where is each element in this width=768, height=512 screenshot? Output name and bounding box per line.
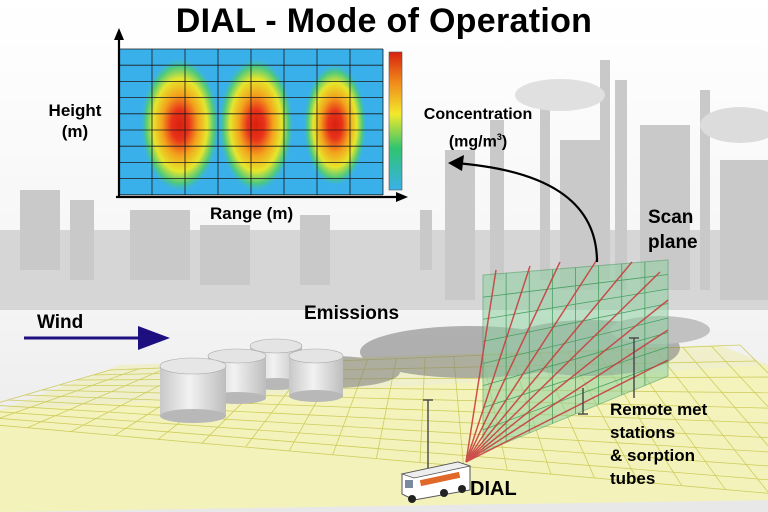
met-station-1 [629, 337, 639, 398]
laser-beam [465, 261, 561, 463]
colorbar-label-line1: Concentration [423, 106, 533, 123]
plume-2 [218, 57, 294, 193]
heatmap-x-axis-label: Range (m) [210, 204, 294, 223]
heatmap-y-axis-label: Height (m) [40, 100, 110, 142]
dial-label: DIAL [470, 478, 517, 500]
page-title: DIAL - Mode of Operation [175, 2, 593, 40]
emissions-label: Emissions [304, 303, 400, 324]
scan-plane-label-line1: Scan [648, 207, 694, 228]
met-station-2 [578, 388, 588, 415]
laser-beam [465, 269, 497, 463]
y-axis-arrowhead [114, 28, 124, 40]
x-axis-arrowhead [396, 192, 408, 202]
laser-beam [465, 257, 599, 463]
y-axis-label-line1: Height [48, 101, 102, 120]
laser-beam [465, 271, 661, 463]
laser-beams [465, 257, 669, 463]
wind-label: Wind [37, 312, 84, 333]
colorbar-unit-suffix: ) [501, 133, 508, 151]
scan-plane-label-line2: plane [648, 232, 698, 253]
scan-to-heatmap-arrow [448, 155, 599, 263]
laser-beam [465, 261, 633, 463]
plume-3 [303, 63, 367, 187]
met-station-3 [423, 399, 433, 478]
tank-4 [159, 357, 227, 423]
colorbar-label: Concentration (mg/m3) [408, 104, 548, 153]
laser-beam [465, 299, 669, 463]
colorbar-unit-exponent: 3 [496, 132, 502, 142]
colorbar-unit-prefix: (mg/m [448, 133, 497, 151]
wind-arrow [24, 326, 170, 350]
dial-truck [400, 461, 472, 503]
tank-2 [288, 348, 344, 402]
laser-beam [465, 265, 531, 463]
storage-tanks [159, 338, 344, 423]
y-axis-label-line2: (m) [61, 122, 89, 141]
scan-plane-label: Scan plane [648, 205, 708, 255]
plume-1 [140, 57, 220, 193]
remote-met-stations-label: Remote met stations & sorption tubes [610, 400, 708, 488]
concentration-heatmap [114, 28, 408, 202]
colorbar [388, 51, 403, 191]
